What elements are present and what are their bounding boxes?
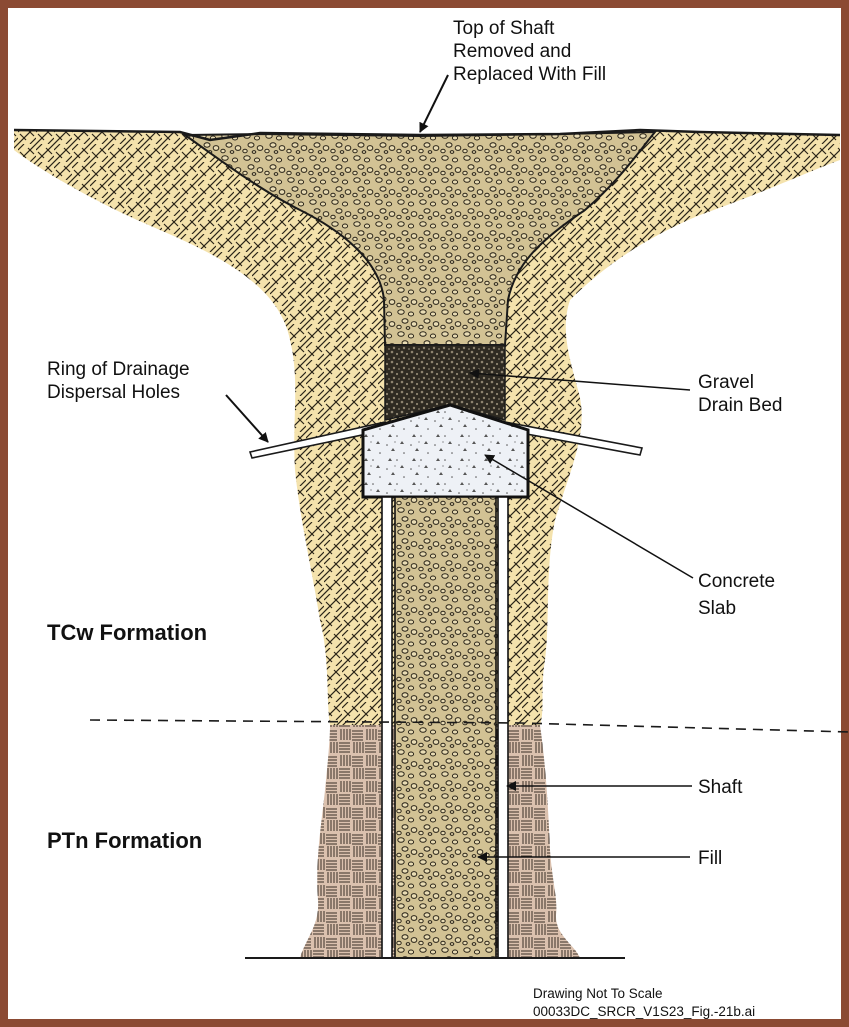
- label-shaft: Shaft: [698, 777, 743, 798]
- file-id: 00033DC_SRCR_V1S23_Fig.-21b.ai: [533, 1004, 755, 1019]
- label-gravel-line-2: Drain Bed: [698, 395, 783, 416]
- label-top-of-shaft-line-1: Top of Shaft: [453, 18, 555, 39]
- label-ring-line-2: Dispersal Holes: [47, 382, 180, 403]
- scale-note: Drawing Not To Scale: [533, 986, 663, 1001]
- shaft-wall-left: [382, 497, 392, 958]
- label-top-of-shaft-line-2: Removed and: [453, 41, 571, 62]
- label-concrete-line-2: Slab: [698, 598, 736, 619]
- shaft-fill-column: [395, 497, 496, 958]
- label-concrete-line-1: Concrete: [698, 571, 775, 592]
- label-top-of-shaft-line-3: Replaced With Fill: [453, 64, 606, 85]
- label-gravel-line-1: Gravel: [698, 372, 754, 393]
- label-tcw-formation: TCw Formation: [47, 620, 207, 645]
- label-ptn-formation: PTn Formation: [47, 828, 202, 853]
- label-fill: Fill: [698, 848, 722, 869]
- label-ring-line-1: Ring of Drainage: [47, 359, 190, 380]
- shaft-wall-right: [498, 497, 508, 958]
